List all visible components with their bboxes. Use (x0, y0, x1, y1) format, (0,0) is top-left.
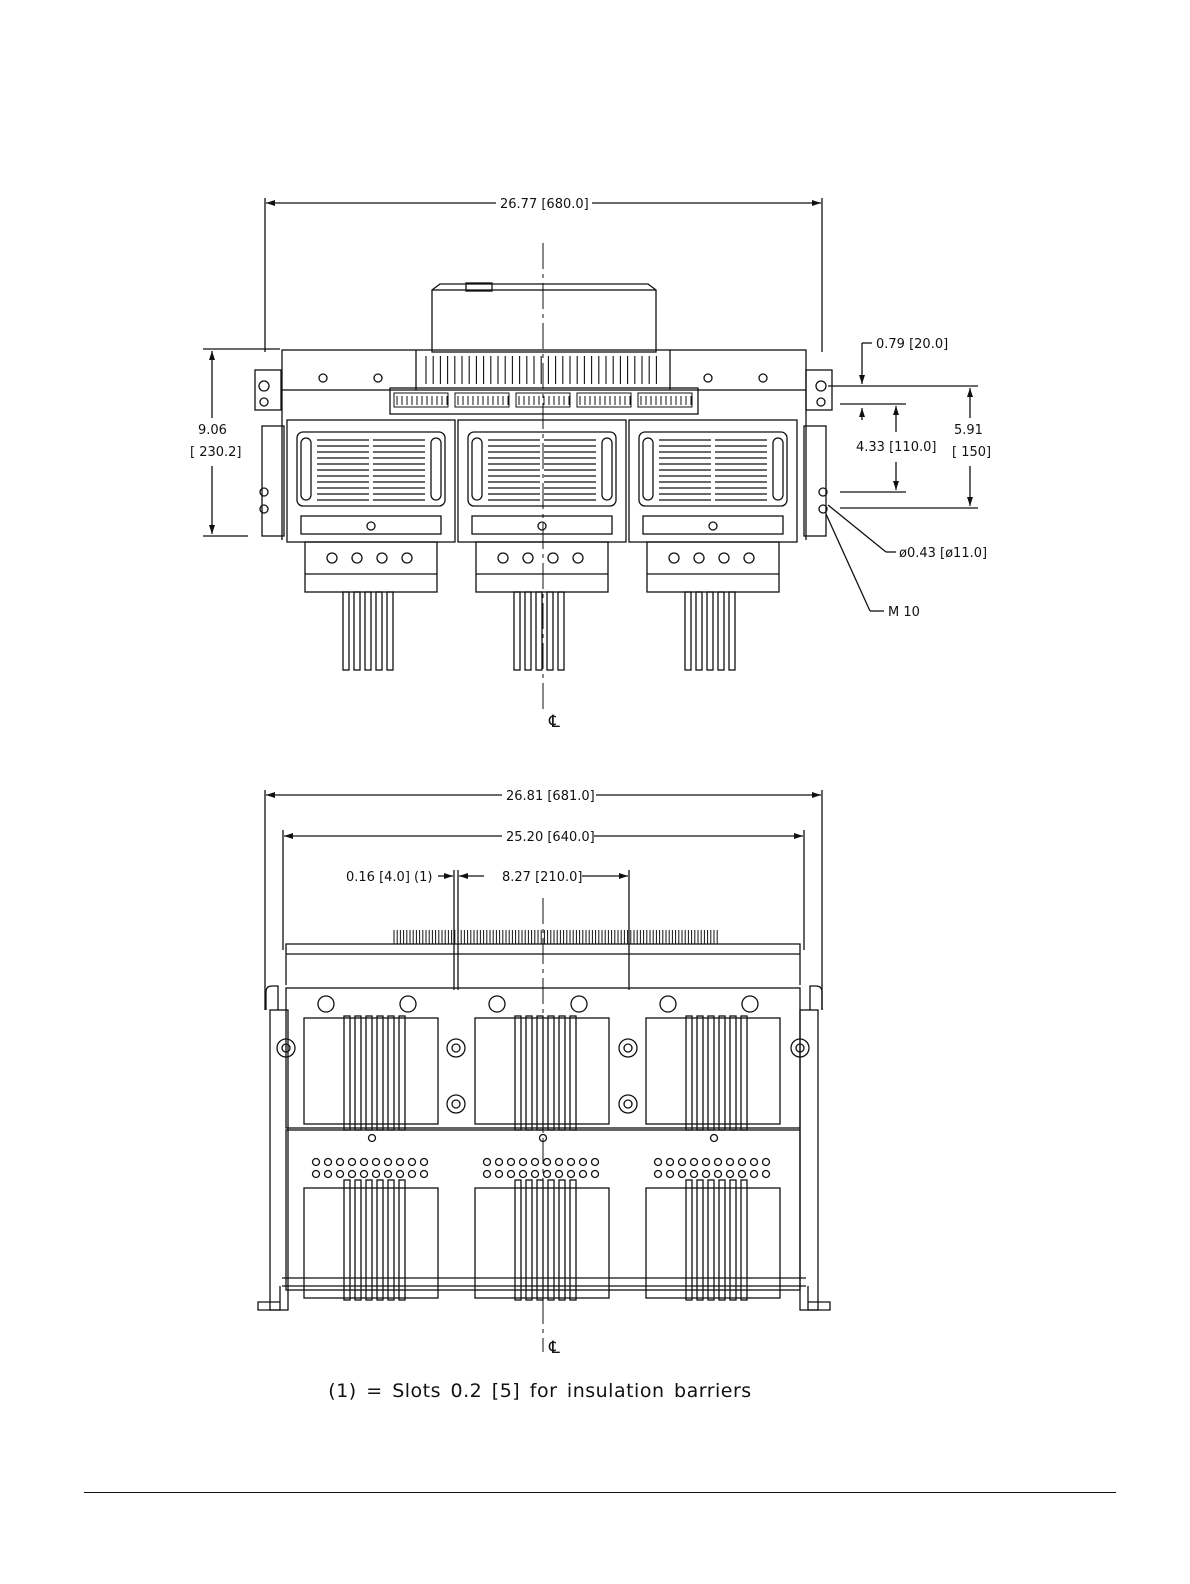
centerline-top: ℄ (548, 712, 560, 732)
height-mm-label: [ 230.2] (190, 445, 242, 460)
centerline-bottom: ℄ (548, 1338, 560, 1358)
hole-dia-label: ø0.43 [ø11.0] (899, 546, 987, 561)
page-rule (84, 1492, 1116, 1493)
slot-label: 0.16 [4.0] (1) (346, 870, 432, 885)
inner-width-label: 25.20 [640.0] (506, 830, 595, 845)
footnote: (1) = Slots 0.2 [5] for insulation barri… (0, 1380, 1080, 1402)
hole-spacing-label: 4.33 [110.0] (856, 440, 936, 455)
mount-height-mm-label: [ 150] (952, 445, 991, 460)
height-in-label: 9.06 (198, 423, 227, 438)
overall-width-bottom-label: 26.81 [681.0] (506, 789, 595, 804)
mount-height-in-label: 5.91 (954, 423, 983, 438)
offset-top-label: 0.79 [20.0] (876, 337, 948, 352)
bolt-label: M 10 (888, 605, 920, 620)
overall-width-label: 26.77 [680.0] (500, 197, 589, 212)
pitch-label: 8.27 [210.0] (502, 870, 582, 885)
